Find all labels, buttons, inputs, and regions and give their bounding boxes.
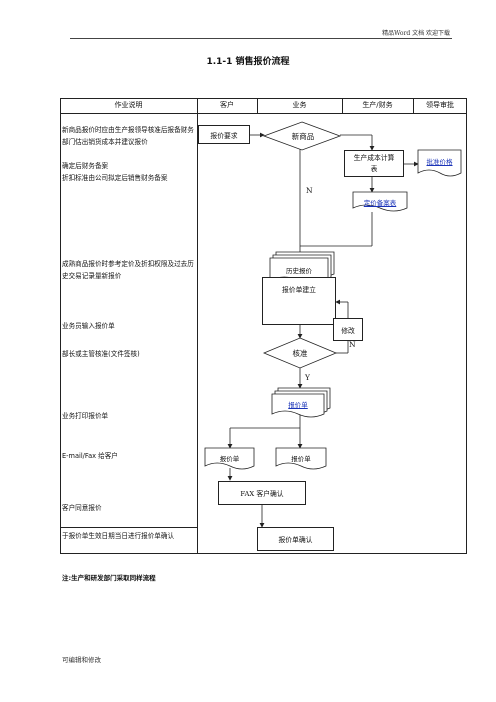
new-product-decision: 新商品 [291,132,315,141]
description-confirm-quote: 于报价单生效日期当日进行报价单确认 [62,532,175,540]
verify-yes-label: Y [305,373,310,382]
create-quote-box: 报价单建立 [262,277,336,325]
quote-doc: 报价单 [288,401,308,409]
description-new-product: 新商品报价时应由生产报领导核准后报备财务部门估出销货成本并建议报价 [62,126,194,146]
price-file-doc: 定价备案表 [363,199,397,207]
footnote: 注:生产和研发部门采取同样流程 [62,574,156,582]
description-send-client: E-mail/Fax 给客户 [62,452,118,460]
page-header: 精品Word 文档 欢迎下载 [382,30,450,37]
page-footer: 可编辑和修改 [62,656,101,664]
page-title: 1.1-1 销售报价流程 [206,57,290,67]
table-header-row [60,98,467,114]
approve-price-doc: 批准价格 [426,158,453,166]
verify-decision: 核准 [292,349,308,358]
header-rule [70,38,452,39]
row-divider [60,527,197,528]
process-table [60,98,467,554]
history-quote-doc: 历史报价 [286,267,312,275]
business-quote-doc: 报价单 [291,455,311,463]
decision-no-label: N [306,186,313,195]
quote-confirm-box: 报价单确认 [257,527,334,551]
column-header-production-finance: 生产/财务 [362,101,393,109]
column-divider [197,98,198,554]
column-header-client: 客户 [220,101,234,109]
column-header-leader-approval: 领导审批 [426,101,454,109]
description-client-agree: 客户同意报价 [62,504,102,512]
client-quote-doc: 报价单 [219,455,240,463]
fax-confirm-box: FAX 客户确认 [218,481,306,505]
column-divider [413,98,414,114]
verify-no-label: N [349,340,356,349]
description-discount: 折扣标准由公司拟定后销售财务备案 [62,174,168,182]
column-divider [342,98,343,114]
production-cost-box: 生产成本计算表 [344,150,404,177]
column-header-description: 作业说明 [114,101,143,109]
quote-request-box: 报价要求 [198,125,250,144]
column-header-business: 业务 [292,101,307,109]
description-print-quote: 业务打印报价单 [62,412,109,420]
description-manager-approval: 部长或主管核准(文件签核) [62,350,140,358]
column-divider [257,98,258,114]
modify-box: 修改 [333,318,363,341]
description-input-quote: 业务员输入报价单 [62,322,115,330]
description-mature-product: 成熟商品报价时参考定价及折扣权限及过去历史交易记录量新报价 [62,260,194,280]
description-finance-file: 确定后财务备案 [62,162,109,170]
